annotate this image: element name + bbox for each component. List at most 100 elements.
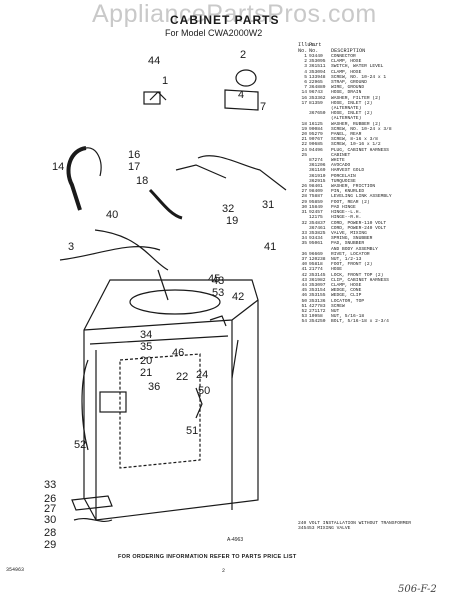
part-description: TURQUOISE bbox=[331, 178, 356, 184]
part-number: 98409 bbox=[309, 189, 323, 195]
part-description: PAD HINGE bbox=[331, 204, 356, 210]
callout-label: 4 bbox=[238, 89, 244, 101]
illus-number: 44 bbox=[301, 282, 307, 288]
illus-number: 36 bbox=[301, 251, 307, 257]
note-line: 345453 MIXING VALVE bbox=[298, 526, 351, 532]
parts-list-header-row-1: Illus. Part bbox=[298, 42, 468, 48]
illus-number: 41 bbox=[301, 267, 307, 273]
illus-number: 27 bbox=[301, 189, 307, 195]
callout-label: 17 bbox=[128, 161, 140, 173]
part-description: AVOCADO bbox=[331, 163, 351, 169]
parts-list-row: (ALTERNATE) bbox=[298, 106, 468, 111]
part-description: HINGE--R.H. bbox=[331, 215, 362, 221]
part-description: LOCK, FRONT TOP (2) bbox=[331, 272, 384, 278]
callout-label: 28 bbox=[44, 527, 56, 539]
part-number: 92457 bbox=[309, 210, 323, 216]
part-number: 361982 bbox=[309, 277, 326, 283]
part-number: 95279 bbox=[309, 132, 323, 138]
part-description: CLAMP, HOSE bbox=[331, 59, 362, 65]
illus-number: 21 bbox=[301, 137, 307, 143]
part-description: STRAP, GROUND bbox=[331, 80, 367, 86]
part-number: 10958 bbox=[309, 314, 323, 320]
part-description: VALVE, MIXING bbox=[331, 230, 367, 236]
part-description: NUT bbox=[331, 308, 340, 314]
illus-number: 31 bbox=[301, 210, 307, 216]
part-description: HOSE bbox=[331, 267, 343, 273]
callout-label: 1 bbox=[162, 75, 168, 87]
part-number: 353362 bbox=[309, 95, 326, 101]
illus-number: 6 bbox=[304, 80, 307, 86]
part-number: 90767 bbox=[309, 137, 323, 143]
part-description: CORD, POWER-110 VOLT bbox=[331, 220, 387, 226]
callout-label: 3 bbox=[68, 241, 74, 253]
cabinet-outline bbox=[83, 279, 259, 521]
illus-number: 16 bbox=[301, 95, 307, 101]
callout-label: 31 bbox=[262, 199, 274, 211]
part-number: 133948 bbox=[309, 74, 326, 80]
callout-label: 19 bbox=[226, 215, 238, 227]
part-number: 354250 bbox=[309, 319, 326, 325]
part-description: SPRING, SNUBBER bbox=[331, 236, 373, 242]
callout-label: 36 bbox=[148, 381, 160, 393]
illus-number: 5 bbox=[304, 74, 307, 80]
part-description: NUT, 1/2-13 bbox=[331, 256, 362, 262]
part-description: WEDGE, CONE bbox=[331, 288, 362, 294]
illus-number: 53 bbox=[301, 314, 307, 320]
part-description: CORD, POWER-240 VOLT bbox=[331, 225, 387, 231]
part-description: PLUG, CABINET HARNESS bbox=[331, 147, 389, 153]
parts-list-row: 12175 HINGE--R.H. bbox=[298, 215, 468, 220]
callout-label: 29 bbox=[44, 539, 56, 551]
part-number: 361910 bbox=[309, 173, 326, 179]
part-description: FOOT, REAR (2) bbox=[331, 199, 370, 205]
part-description: CLAMP, HOSE bbox=[331, 69, 362, 75]
illus-number: 25 bbox=[301, 152, 307, 158]
illus-number: 22 bbox=[301, 142, 307, 148]
part-number: 90685 bbox=[309, 142, 323, 148]
part-description: AND BODY ASSEMBLY bbox=[331, 246, 378, 252]
illus-number: 42 bbox=[301, 272, 307, 278]
part-number: 427783 bbox=[309, 303, 326, 309]
illus-number: 37 bbox=[301, 256, 307, 262]
illus-number: 30 bbox=[301, 204, 307, 210]
part-description: PANEL, REAR bbox=[331, 132, 362, 138]
illus-number: 50 bbox=[301, 298, 307, 304]
part-number: 87274 bbox=[309, 158, 323, 164]
part-description: HINGE--L.H. bbox=[331, 210, 362, 216]
part-description: WASHER, RUBBER (2) bbox=[331, 121, 381, 127]
part-number: 98401 bbox=[309, 184, 323, 190]
watermark: AppliancePartsPros.com bbox=[92, 0, 377, 28]
part-description: SCREW, 8-16 x 3/8 bbox=[331, 137, 378, 143]
part-number: 93434 bbox=[309, 236, 323, 242]
callout-label: 32 bbox=[222, 203, 234, 215]
part-number: 353825 bbox=[309, 230, 326, 236]
part-number: 95818 bbox=[309, 262, 323, 268]
illus-number: 7 bbox=[304, 85, 307, 91]
model-subtitle: For Model CWA2000W2 bbox=[165, 28, 263, 38]
part-number: 16125 bbox=[309, 121, 323, 127]
illus-number: 43 bbox=[301, 277, 307, 283]
page-code: 354963 bbox=[6, 567, 25, 573]
part-number: 12175 bbox=[309, 215, 323, 221]
handwritten-code: 506-F-2 bbox=[398, 584, 437, 595]
part-description: WIRE, GROUND bbox=[331, 85, 365, 91]
callout-label: 41 bbox=[264, 241, 276, 253]
illus-number: 34 bbox=[301, 236, 307, 242]
